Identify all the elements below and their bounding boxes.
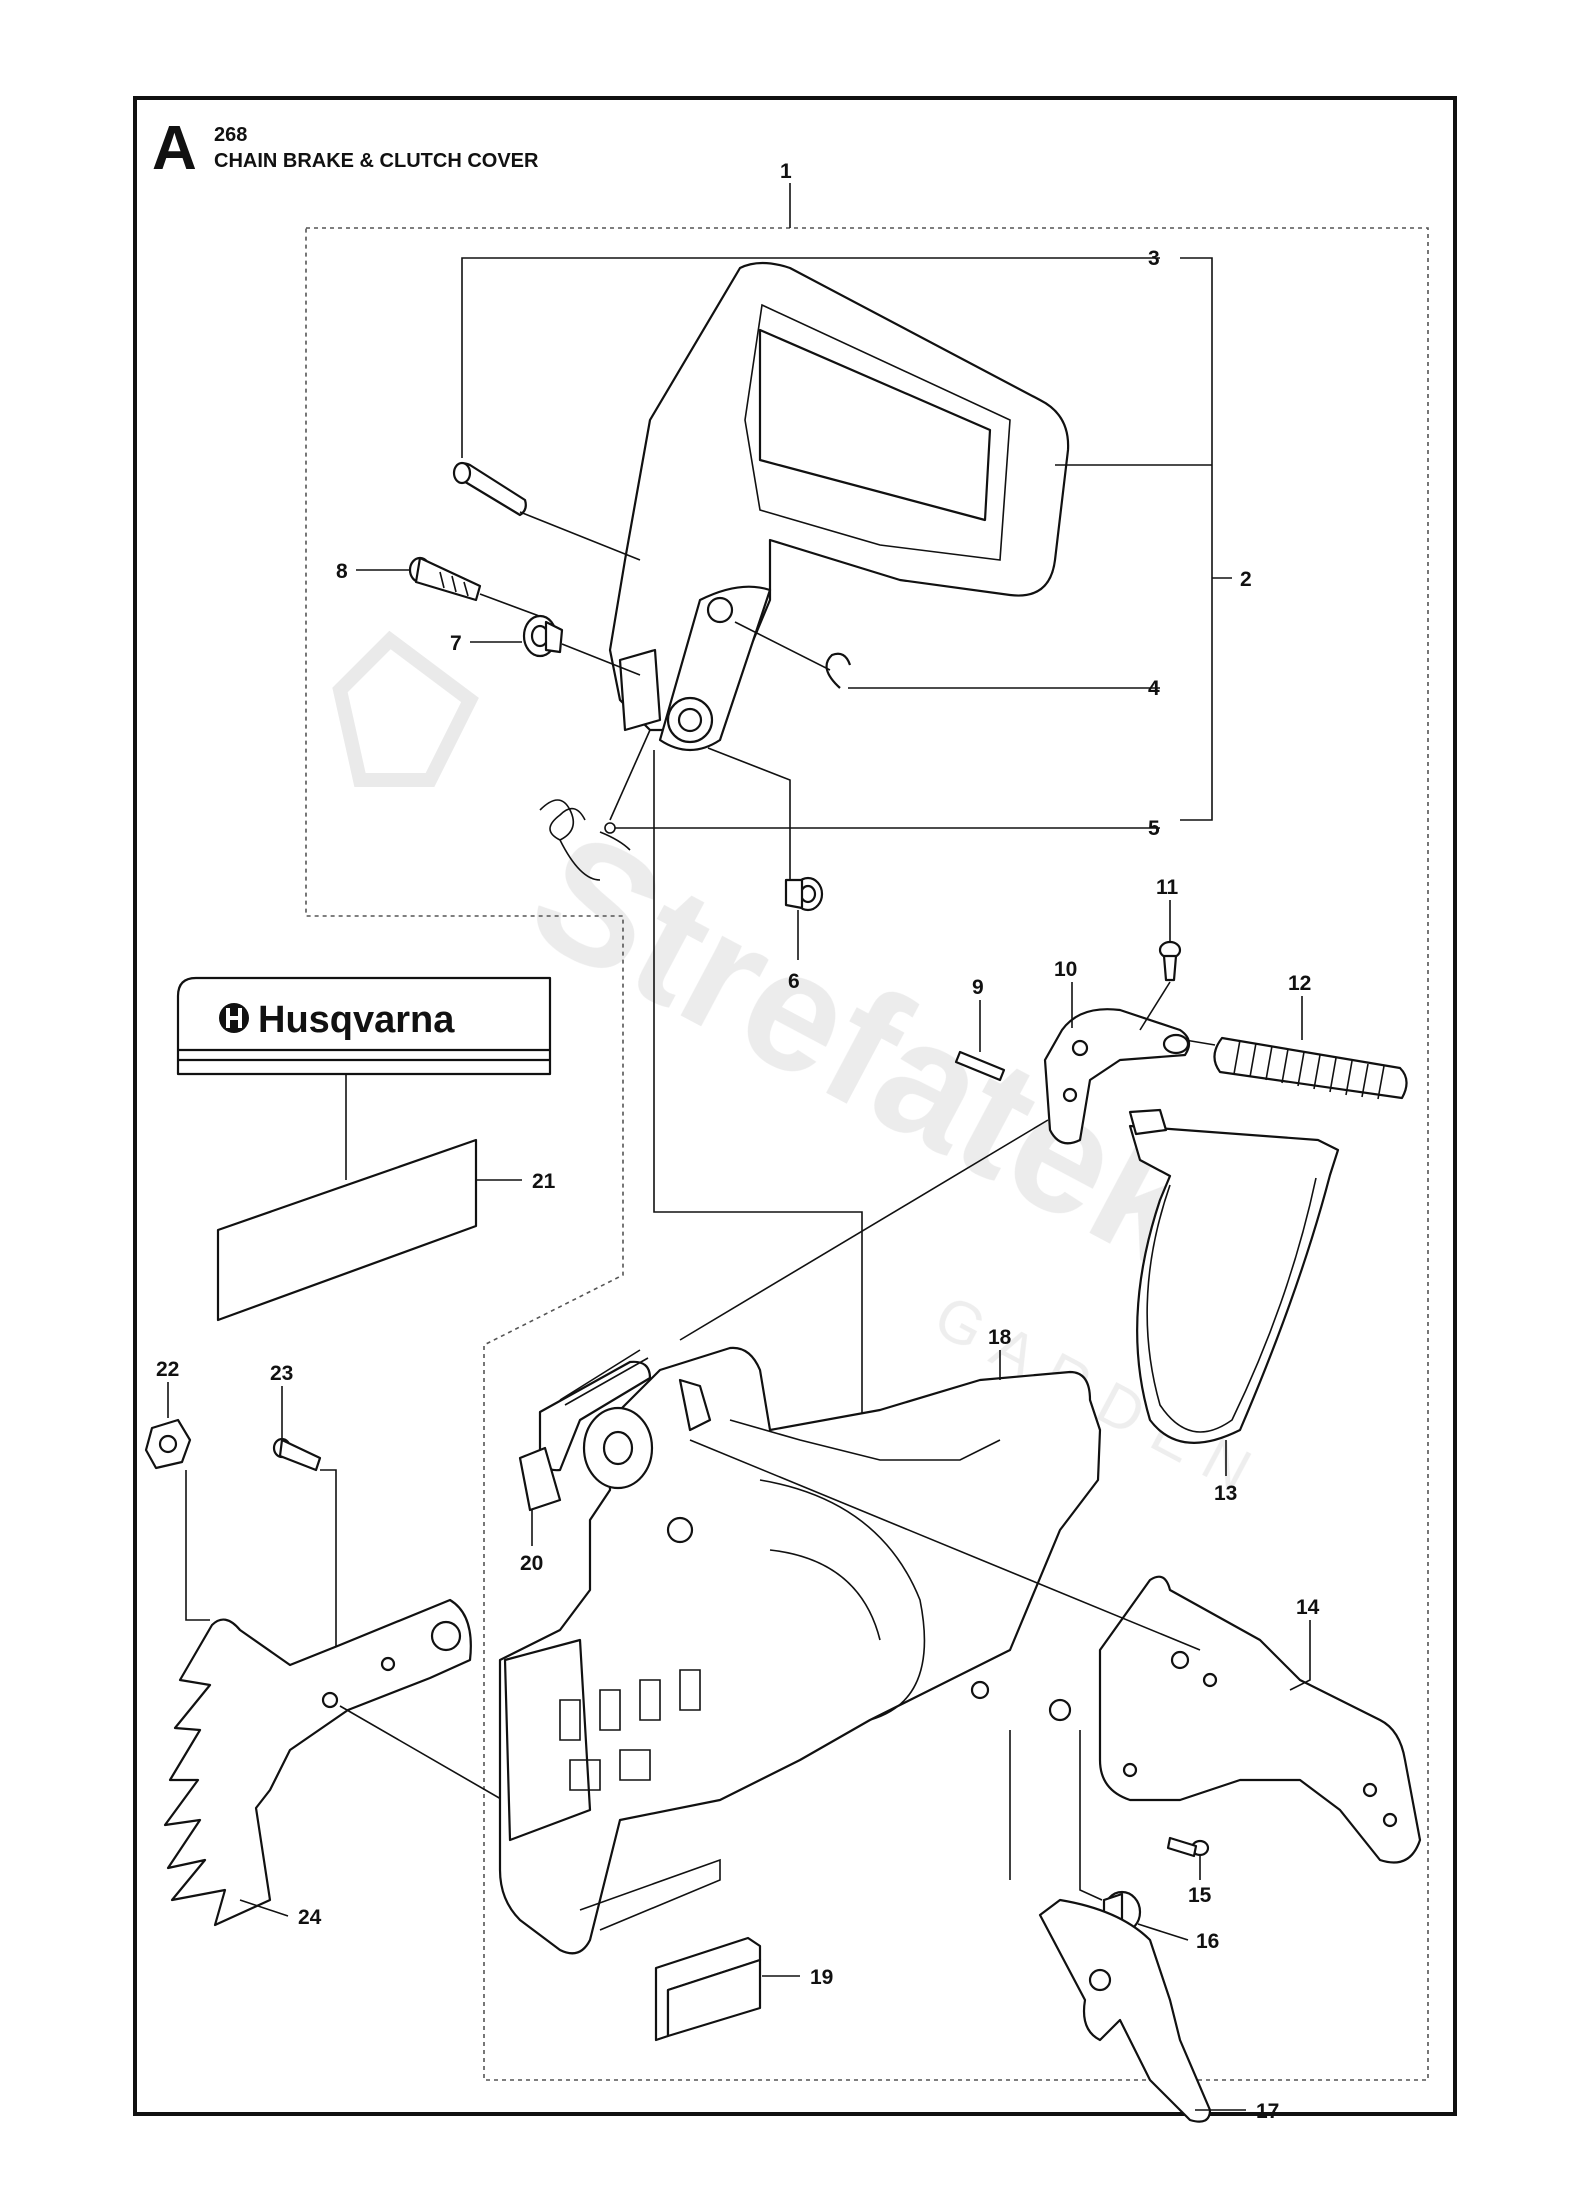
callout-13: 13 bbox=[1214, 1482, 1237, 1505]
chain-catcher-plate bbox=[518, 1349, 652, 1512]
callout-3: 3 bbox=[1148, 247, 1160, 270]
callout-8: 8 bbox=[336, 560, 348, 583]
callout-4: 4 bbox=[1148, 677, 1160, 700]
diagram-frame bbox=[133, 96, 1457, 2116]
screw bbox=[408, 556, 482, 602]
pin bbox=[452, 461, 527, 517]
shoulder-screw bbox=[784, 876, 824, 912]
brake-band bbox=[1128, 1108, 1340, 1444]
callout-18: 18 bbox=[988, 1326, 1012, 1349]
callout-19: 19 bbox=[810, 1966, 833, 1989]
husqvarna-decal: Husqvarna bbox=[176, 976, 552, 1076]
leader-16 bbox=[1137, 1923, 1189, 1941]
model-number: 268 bbox=[214, 124, 248, 146]
callout-15: 15 bbox=[1188, 1884, 1212, 1907]
callout-10: 10 bbox=[1054, 958, 1077, 981]
section-letter: A bbox=[152, 114, 197, 183]
bracket-screw bbox=[1166, 1836, 1210, 1858]
husqvarna-logo-icon bbox=[219, 1003, 249, 1033]
circlip bbox=[825, 652, 852, 689]
brake-lever bbox=[1043, 1008, 1191, 1145]
spike-bracket bbox=[1098, 1575, 1422, 1864]
callout-21: 21 bbox=[532, 1170, 556, 1193]
leader-24 bbox=[239, 1899, 289, 1917]
small-pin bbox=[954, 1050, 1006, 1082]
callout-2: 2 bbox=[1240, 568, 1252, 591]
callout-14: 14 bbox=[1296, 1596, 1320, 1619]
callout-16: 16 bbox=[1196, 1930, 1219, 1953]
callout-12: 12 bbox=[1288, 972, 1311, 995]
callout-1: 1 bbox=[780, 160, 792, 183]
callout-20: 20 bbox=[520, 1552, 543, 1575]
callout-24: 24 bbox=[298, 1906, 322, 1929]
callout-22: 22 bbox=[156, 1358, 179, 1381]
assembly-boundary bbox=[305, 227, 1429, 2081]
small-screw bbox=[1158, 940, 1182, 982]
leader-3 bbox=[461, 257, 1160, 458]
hand-guard bbox=[608, 261, 1070, 751]
cover-pad bbox=[654, 1936, 762, 2042]
callout-23: 23 bbox=[270, 1362, 293, 1385]
leader-14 bbox=[1289, 1620, 1311, 1691]
bracket-2 bbox=[1180, 257, 1213, 821]
nut bbox=[144, 1418, 192, 1470]
brake-spring bbox=[1162, 1033, 1408, 1100]
decal-brand-text: Husqvarna bbox=[258, 999, 455, 1041]
bushing bbox=[522, 614, 564, 658]
leader-6-top bbox=[707, 747, 791, 880]
clutch-cover bbox=[498, 1346, 1102, 1955]
decal-strip bbox=[216, 1138, 478, 1322]
bumper-spike bbox=[163, 1598, 472, 1927]
callout-17: 17 bbox=[1256, 2100, 1279, 2123]
callout-labels: 1 2 3 4 5 6 7 8 9 10 11 12 13 14 15 16 1… bbox=[156, 160, 1320, 2123]
callout-11: 11 bbox=[1156, 876, 1179, 899]
callout-9: 9 bbox=[972, 976, 984, 999]
diagram-title: CHAIN BRAKE & CLUTCH COVER bbox=[214, 150, 539, 172]
callout-5: 5 bbox=[1148, 817, 1160, 840]
chain-catcher bbox=[1038, 1898, 1212, 2123]
bolt bbox=[272, 1437, 322, 1472]
callout-7: 7 bbox=[450, 632, 462, 655]
watermark-logo-icon bbox=[332, 630, 479, 787]
callout-6: 6 bbox=[788, 970, 800, 993]
watermark: Strefatek GARDEN bbox=[332, 630, 1277, 1513]
